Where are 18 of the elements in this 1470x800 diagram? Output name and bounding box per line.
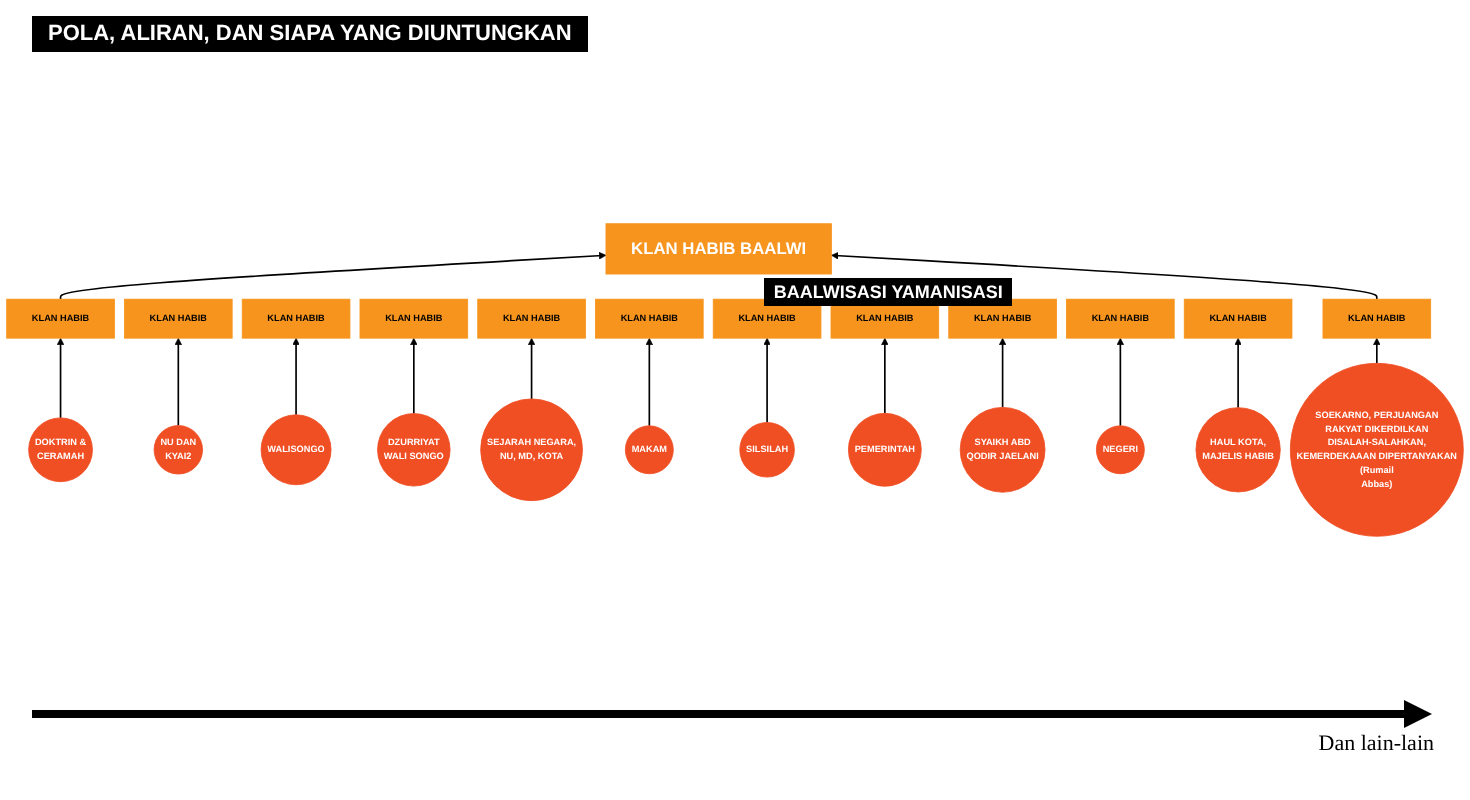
arrow [1234, 337, 1242, 409]
arrow [1116, 337, 1125, 427]
node-box: KLAN HABIB BAALWI [605, 223, 832, 275]
arrow [831, 252, 1378, 300]
arrow [645, 337, 653, 427]
arrow [174, 337, 182, 427]
arrow [59, 252, 607, 300]
arrow [998, 337, 1007, 409]
arrow [1373, 337, 1381, 365]
caption-banner: BAALWISASI YAMANISASI [763, 278, 1013, 306]
timeline-label: Dan lain-lain [1318, 732, 1434, 756]
arrow [763, 337, 771, 424]
arrow [410, 337, 418, 415]
arrow [292, 337, 300, 416]
arrow [881, 337, 889, 415]
arrow [56, 337, 65, 419]
arrow [527, 337, 536, 400]
title-banner: POLA, ALIRAN, DAN SIAPA YANG DIUNTUNGKAN [32, 16, 588, 52]
